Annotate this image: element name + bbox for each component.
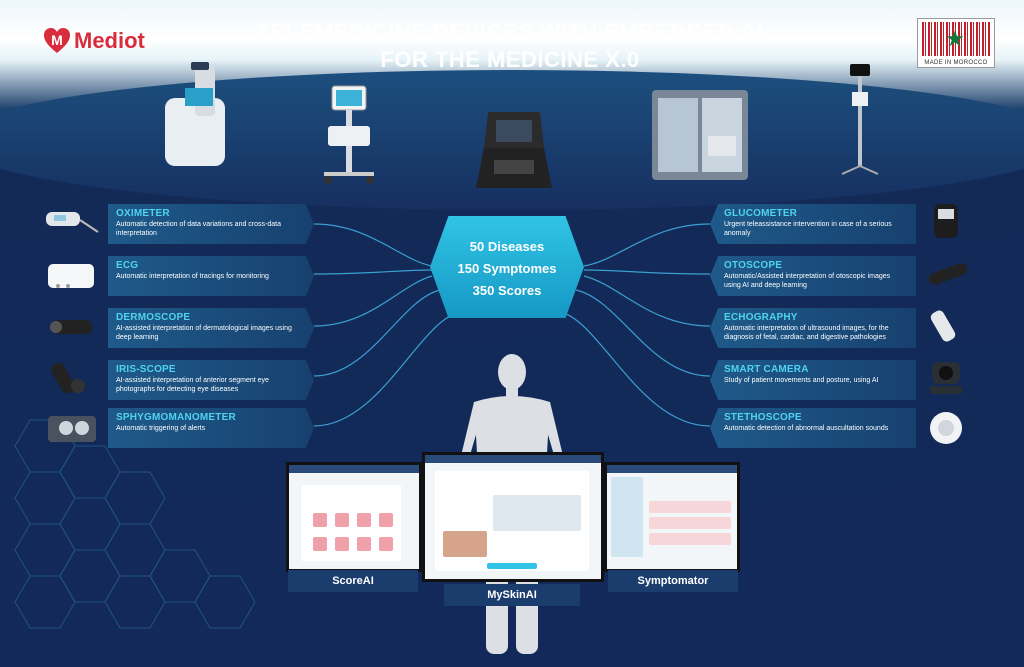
submit-button bbox=[487, 563, 537, 569]
title-line-1: TELEMEDICINE DEVICES WITH EMBEDDED AI bbox=[256, 19, 764, 44]
feature-iris-scope: IRIS-SCOPE AI-assisted interpretation of… bbox=[108, 360, 314, 400]
ultrasound-probe-icon bbox=[930, 310, 956, 342]
feature-title: STETHOSCOPE bbox=[724, 412, 802, 423]
ecg-device-icon bbox=[48, 264, 94, 288]
scoreai-screen bbox=[286, 462, 422, 572]
otoscope-icon bbox=[928, 263, 968, 285]
feature-title: DERMOSCOPE bbox=[116, 312, 191, 323]
skin-image bbox=[443, 531, 487, 557]
feature-smart-camera: SMART CAMERA Study of patient movements … bbox=[710, 360, 916, 400]
app-topbar bbox=[289, 465, 419, 473]
feature-ecg: ECG Automatic interpretation of tracings… bbox=[108, 256, 314, 296]
symptom-row bbox=[649, 517, 731, 529]
feature-dermoscope: DERMOSCOPE AI-assisted interpretation of… bbox=[108, 308, 314, 348]
result-list bbox=[493, 495, 581, 531]
body-diagram bbox=[611, 477, 643, 557]
feature-otoscope: OTOSCOPE Automatic/Assisted interpretati… bbox=[710, 256, 916, 296]
feature-title: ECG bbox=[116, 260, 139, 271]
organ-tile bbox=[313, 537, 327, 551]
organ-tile bbox=[313, 513, 327, 527]
oximeter-icon bbox=[46, 212, 99, 233]
barcode-graphic bbox=[922, 22, 990, 56]
feature-sphygmomanometer: SPHYGMOMANOMETER Automatic triggering of… bbox=[108, 408, 314, 448]
feature-description: Automatic interpretation of ultrasound i… bbox=[724, 325, 889, 341]
feature-description: Automatic interpretation of tracings for… bbox=[116, 273, 269, 280]
feature-title: GLUCOMETER bbox=[724, 208, 798, 219]
feature-description: AI-assisted interpretation of dermatolog… bbox=[116, 325, 292, 341]
organ-tile bbox=[335, 513, 349, 527]
medical-cart-device bbox=[324, 85, 374, 184]
organ-tile bbox=[335, 537, 349, 551]
app-topbar bbox=[425, 455, 601, 463]
diseases-count: 50 Diseases bbox=[469, 239, 545, 254]
symptomator-label: Symptomator bbox=[608, 570, 738, 592]
feature-description: Automatic detection of abnormal ausculta… bbox=[724, 425, 889, 432]
stethoscope-icon bbox=[930, 412, 962, 444]
sphygmomanometer-icon bbox=[48, 416, 96, 442]
myskinai-label: MySkinAI bbox=[444, 584, 580, 606]
feature-title: OTOSCOPE bbox=[724, 260, 783, 271]
portable-case-device bbox=[476, 112, 552, 188]
organ-tile bbox=[357, 537, 371, 551]
organ-tile bbox=[357, 513, 371, 527]
scoreai-label: ScoreAI bbox=[288, 570, 418, 592]
feature-description: Automatic detection of data variations a… bbox=[116, 221, 281, 237]
organ-tile bbox=[379, 513, 393, 527]
feature-title: ECHOGRAPHY bbox=[724, 312, 798, 323]
stats-hexagon: 50 Diseases 150 Symptomes 350 Scores bbox=[430, 216, 584, 318]
page-title: TELEMEDICINE DEVICES WITH EMBEDDED AI FO… bbox=[230, 18, 790, 74]
feature-echography: ECHOGRAPHY Automatic interpretation of u… bbox=[710, 308, 916, 348]
feature-title: SPHYGMOMANOMETER bbox=[116, 412, 236, 423]
iv-stand-device bbox=[841, 64, 879, 175]
glucometer-icon bbox=[934, 204, 958, 238]
feature-description: Automatic/Assisted interpretation of oto… bbox=[724, 273, 891, 289]
feature-description: Urgent teleassistance intervention in ca… bbox=[724, 221, 892, 237]
kiosk-device bbox=[165, 62, 225, 166]
brand-name: Mediot bbox=[74, 28, 145, 53]
feature-description: Study of patient movements and posture, … bbox=[724, 377, 879, 384]
feature-glucometer: GLUCOMETER Urgent teleassistance interve… bbox=[710, 204, 916, 244]
telemedicine-cabin bbox=[652, 90, 748, 180]
title-line-2: FOR THE MEDICINE X.0 bbox=[380, 47, 640, 72]
feature-description: AI-assisted interpretation of anterior s… bbox=[116, 377, 269, 393]
heart-logo-icon: M bbox=[44, 28, 70, 53]
camera-icon bbox=[930, 362, 962, 394]
symptom-row bbox=[649, 533, 731, 545]
symptom-row bbox=[649, 501, 731, 513]
feature-title: SMART CAMERA bbox=[724, 364, 809, 375]
feature-description: Automatic triggering of alerts bbox=[116, 425, 206, 432]
feature-title: OXIMETER bbox=[116, 208, 170, 219]
myskinai-screen bbox=[422, 452, 604, 582]
star-icon: ★ bbox=[945, 26, 965, 51]
feature-stethoscope: STETHOSCOPE Automatic detection of abnor… bbox=[710, 408, 916, 448]
symptomator-screen bbox=[604, 462, 740, 572]
scores-count: 350 Scores bbox=[472, 283, 542, 298]
app-topbar bbox=[607, 465, 737, 473]
svg-text:M: M bbox=[51, 32, 63, 48]
feature-oximeter: OXIMETER Automatic detection of data var… bbox=[108, 204, 314, 244]
brand-logo: M Mediot bbox=[42, 26, 145, 56]
symptoms-count: 150 Symptomes bbox=[457, 261, 557, 276]
hex-pattern bbox=[14, 419, 256, 629]
organ-tile bbox=[379, 537, 393, 551]
made-in-morocco-badge: ★ MADE IN MOROCCO bbox=[917, 18, 995, 68]
iris-scope-icon bbox=[51, 362, 85, 394]
badge-text: MADE IN MOROCCO bbox=[924, 60, 988, 66]
dermoscope-icon bbox=[50, 320, 92, 334]
feature-title: IRIS-SCOPE bbox=[116, 364, 176, 375]
